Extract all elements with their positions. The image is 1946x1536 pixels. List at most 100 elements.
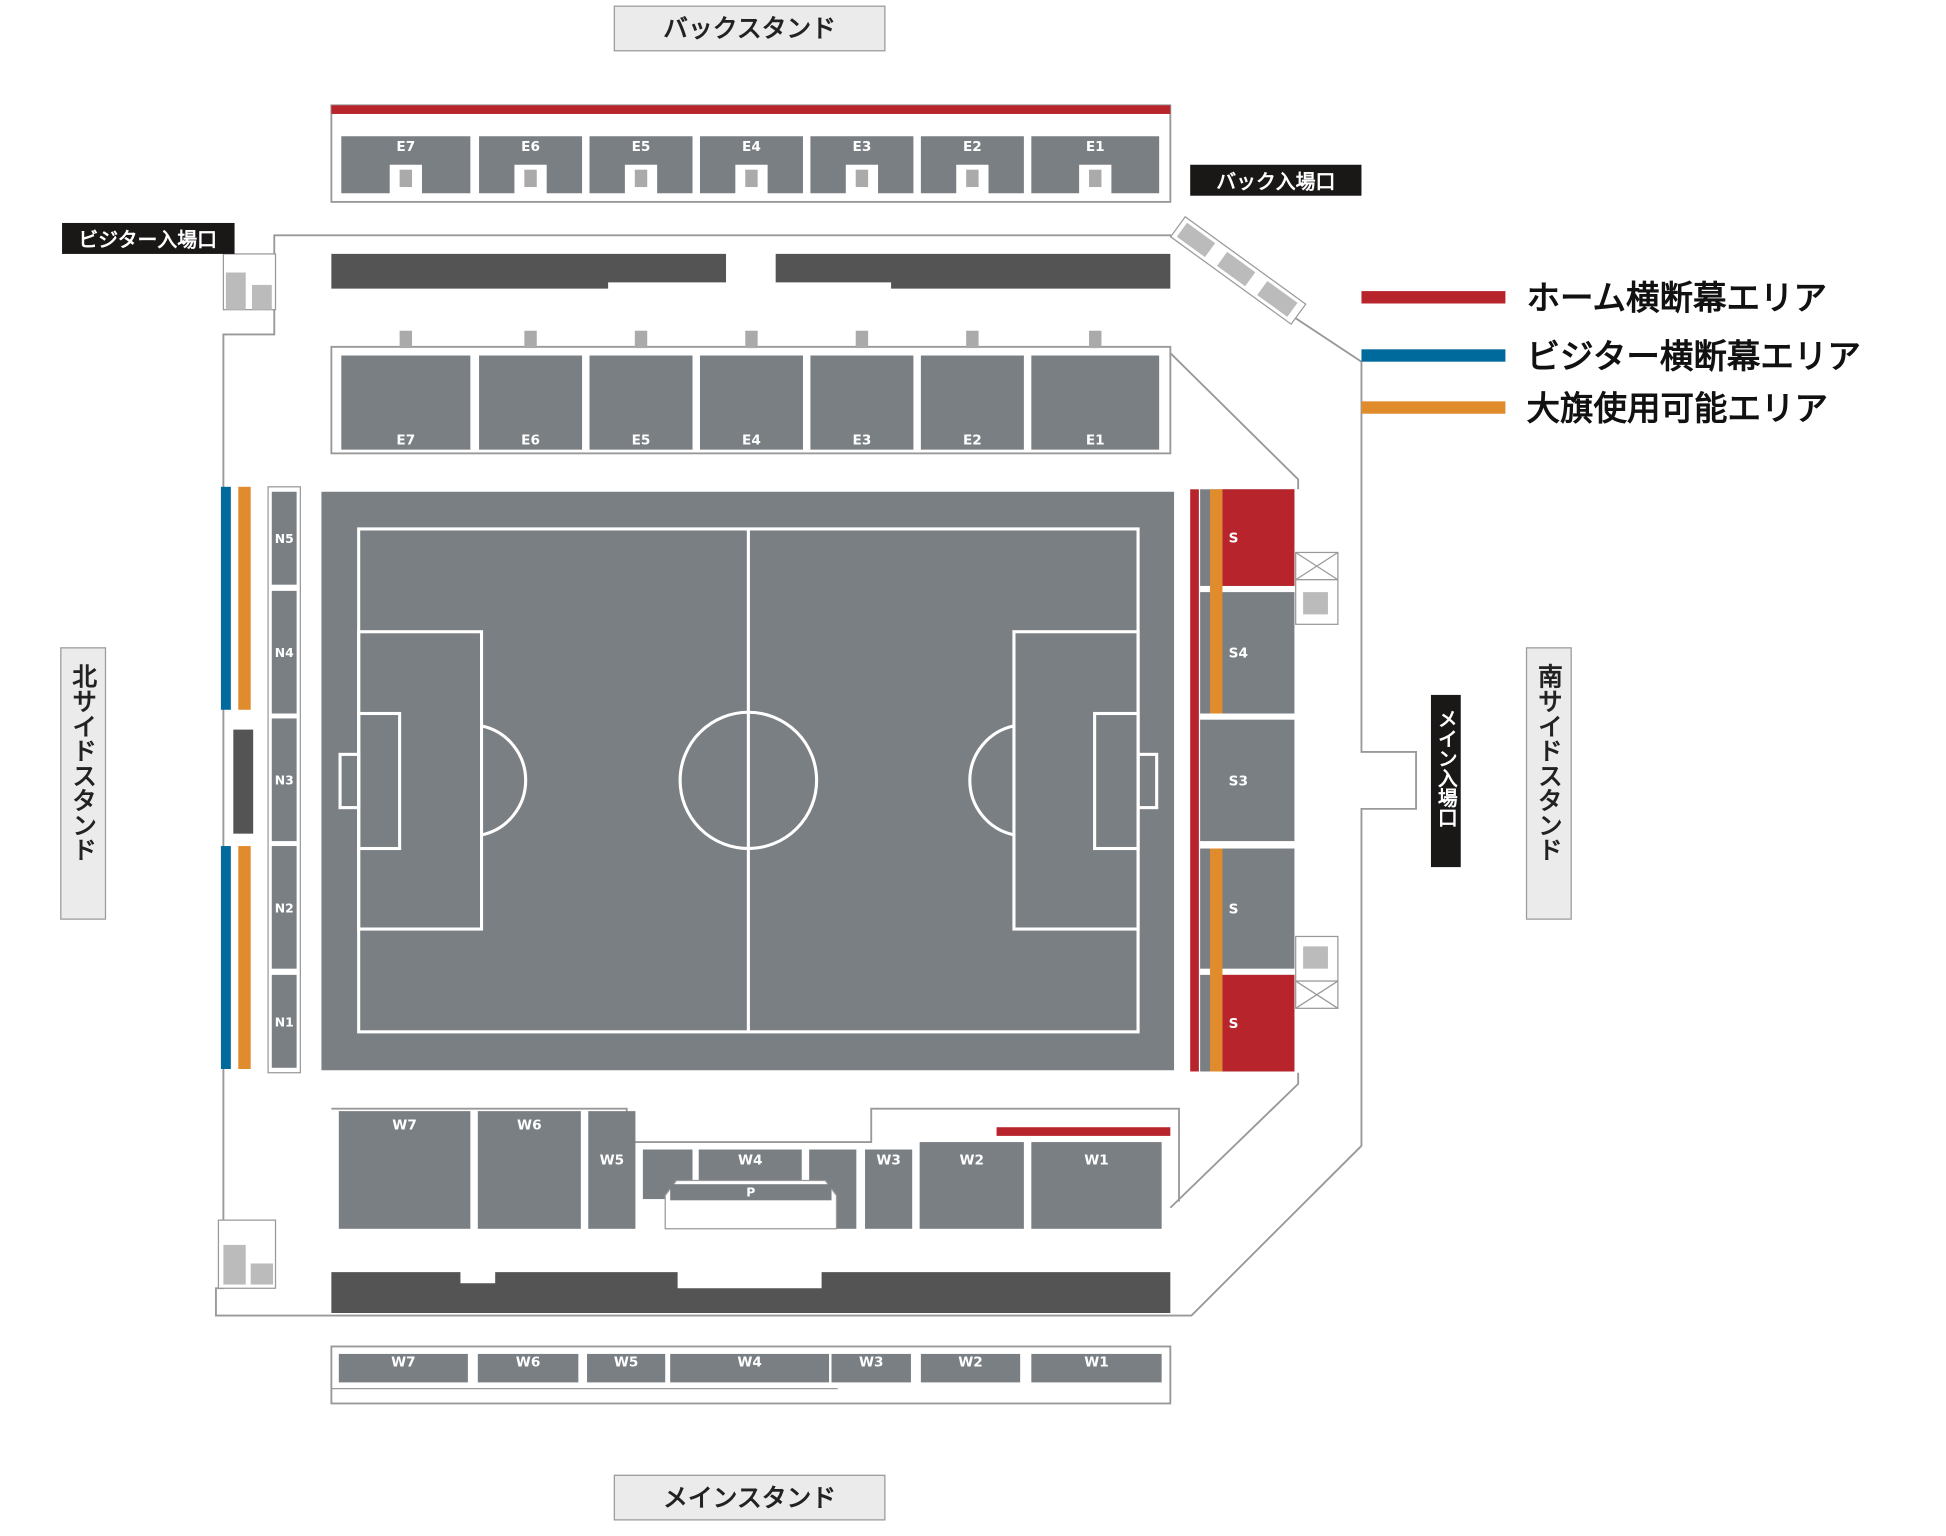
section-label: W5 (614, 1354, 639, 1370)
stairs-icon (966, 330, 979, 349)
main-entrance-text: メイン入場口 (1434, 709, 1457, 828)
back-concourse-block (331, 253, 1171, 289)
section-main-upper[interactable]: W5 (587, 1353, 666, 1383)
section-east-lower[interactable]: E5 (589, 330, 693, 450)
section-north[interactable]: N4 (271, 590, 297, 714)
stairs-icon (966, 169, 979, 188)
section-label: W4 (737, 1354, 762, 1370)
section-label: W1 (1084, 1152, 1109, 1168)
north-dark-block (233, 729, 254, 834)
section-label: E7 (396, 139, 415, 155)
section-label: W4 (738, 1152, 763, 1168)
section-north[interactable]: N5 (271, 491, 297, 585)
section-label: E2 (963, 433, 982, 449)
section-main-lower[interactable]: W3 (865, 1149, 913, 1229)
section-label: E4 (742, 433, 761, 449)
section-label: P (746, 1185, 755, 1200)
section-east-lower[interactable]: E6 (479, 330, 583, 450)
visitor-entrance: ビジター入場口 (62, 222, 235, 254)
section-label: W7 (391, 1354, 416, 1370)
section-main-upper[interactable]: W2 (920, 1353, 1021, 1383)
home-banner-area (1222, 974, 1295, 1072)
south-stand-text: 南サイドスタンド (1534, 664, 1563, 862)
stairs-icon (399, 330, 413, 349)
stairs-icon (745, 330, 758, 349)
section-label: E6 (521, 433, 540, 449)
section-label: W5 (600, 1152, 625, 1168)
section-east-upper[interactable]: E1 (1031, 136, 1160, 194)
flag-area-north-2 (238, 846, 251, 1070)
section-south[interactable] (1200, 719, 1295, 842)
stairs-icon (745, 169, 758, 188)
section-label: W2 (958, 1354, 983, 1370)
section-north[interactable]: N3 (271, 718, 297, 842)
section-east-upper[interactable]: E4 (699, 136, 803, 194)
back-gate-stairs (1169, 215, 1307, 326)
section-east-lower[interactable]: E4 (699, 330, 803, 450)
back-entrance: バック入場口 (1190, 164, 1362, 196)
home-banner-area-south (1190, 489, 1199, 1072)
section-label: E1 (1086, 433, 1105, 449)
home-banner-area (1222, 489, 1295, 586)
main-stand-label: メインスタンド (613, 1474, 886, 1521)
home-banner-area-main (996, 1127, 1171, 1136)
flag-area-north-1 (238, 486, 251, 710)
section-main-lower[interactable]: W6 (477, 1111, 581, 1229)
section-label: S4 (1229, 646, 1248, 662)
back-entrance-text: バック入場口 (1216, 170, 1335, 193)
section-label: W3 (876, 1152, 901, 1168)
section-main-upper[interactable]: W4 (670, 1353, 830, 1383)
north-stand-text: 北サイドスタンド (69, 664, 98, 862)
home-banner-area-back (331, 105, 1171, 114)
section-label: S (1229, 531, 1239, 547)
section-main-lower[interactable]: W2 (919, 1142, 1024, 1229)
pitch (321, 491, 1175, 1071)
section-label: E3 (853, 433, 872, 449)
section-east-upper[interactable]: E6 (479, 136, 583, 194)
section-east-upper[interactable]: E7 (341, 136, 471, 194)
section-label: S3 (1229, 773, 1248, 789)
section-east-lower[interactable]: E7 (341, 330, 471, 450)
section-label: W2 (959, 1152, 984, 1168)
stairs-icon (634, 330, 648, 349)
section-label: E2 (963, 139, 982, 155)
section-label: W6 (517, 1118, 542, 1134)
section-east-lower[interactable]: E1 (1031, 330, 1160, 450)
section-main-lower[interactable]: W7 (338, 1111, 471, 1229)
section-north[interactable]: N2 (271, 846, 297, 969)
section-east-lower[interactable]: E2 (920, 330, 1024, 450)
section-main-upper[interactable]: W3 (831, 1353, 911, 1383)
section-east-upper[interactable]: E2 (920, 136, 1024, 194)
section-north[interactable]: N1 (271, 974, 297, 1068)
section-label: E5 (632, 139, 651, 155)
section-main-upper[interactable]: W6 (477, 1353, 579, 1383)
legend-swatch (1361, 349, 1506, 362)
section-label: E1 (1086, 139, 1105, 155)
section-label: S (1229, 1016, 1239, 1032)
section-east-lower[interactable]: E3 (810, 330, 914, 450)
legend-label: 大旗使用可能エリア (1527, 389, 1829, 428)
section-main-upper[interactable]: W7 (338, 1353, 468, 1383)
section-label: E6 (521, 139, 540, 155)
section-label: E4 (742, 139, 761, 155)
stairs-icon (855, 169, 869, 188)
section-label: E7 (396, 433, 415, 449)
section-main-upper[interactable]: W1 (1031, 1353, 1162, 1383)
stairs-icon (524, 169, 537, 188)
main-concourse-block (331, 1272, 1171, 1314)
main-stand-text: メインスタンド (663, 1483, 836, 1512)
visitor-banner-area-north-2 (220, 846, 231, 1070)
section-label: W6 (516, 1354, 541, 1370)
section-label: N5 (275, 531, 294, 546)
section-east-upper[interactable]: E5 (589, 136, 693, 194)
visitor-gate-stairs (217, 253, 277, 1289)
section-east-upper[interactable]: E3 (810, 136, 914, 194)
flag-area-south-2 (1210, 848, 1223, 1072)
main-stand-outline (331, 1107, 1180, 1202)
section-main-lower[interactable]: W1 (1031, 1142, 1162, 1229)
south-stand-label: 南サイドスタンド (1525, 647, 1572, 920)
section-main-lower[interactable]: W5 (588, 1111, 636, 1229)
stairs-icon (855, 330, 869, 349)
legend-swatch (1361, 401, 1506, 414)
